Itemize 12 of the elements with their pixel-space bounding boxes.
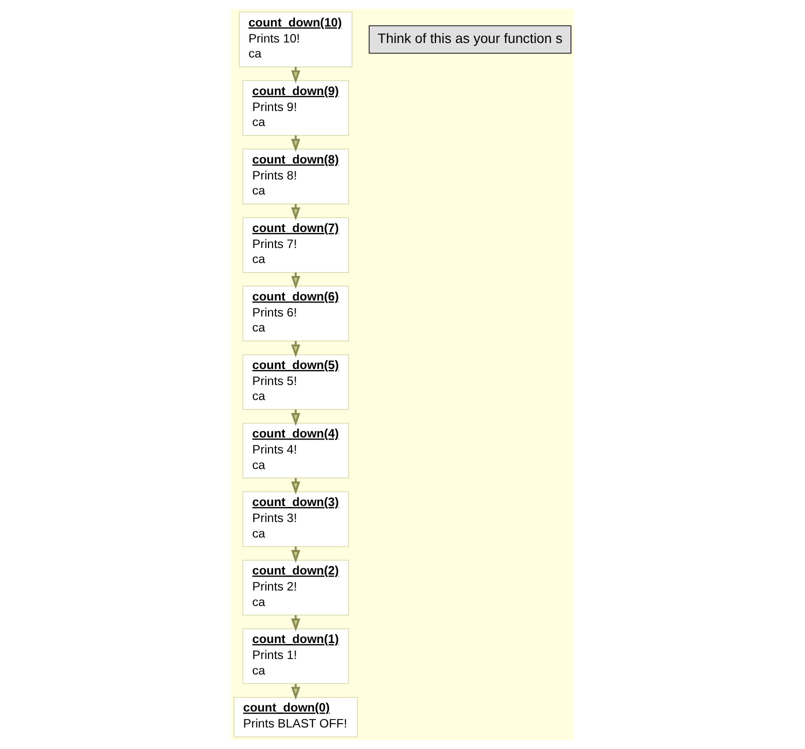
node-box: count_down(4) Prints 4! ca bbox=[242, 422, 350, 478]
node-box: count_down(9) Prints 9! ca bbox=[242, 80, 350, 136]
node-box: count_down(6) Prints 6! ca bbox=[242, 286, 350, 342]
node-box: count_down(2) Prints 2! ca bbox=[242, 560, 350, 616]
node-box: count_down(7) Prints 7! ca bbox=[242, 217, 350, 273]
node-box: count_down(8) Prints 8! ca bbox=[242, 148, 350, 204]
node-box: count_down(5) Prints 5! ca bbox=[242, 354, 350, 410]
node-box: count_down(1) Prints 1! ca bbox=[242, 628, 350, 684]
node-box: count_down(0) Prints BLAST OFF! bbox=[234, 696, 358, 738]
node-box: count_down(3) Prints 3! ca bbox=[242, 491, 350, 547]
node-box: count_down(10) Prints 10! ca bbox=[239, 12, 352, 68]
label: Think of this as your function s bbox=[378, 30, 563, 46]
